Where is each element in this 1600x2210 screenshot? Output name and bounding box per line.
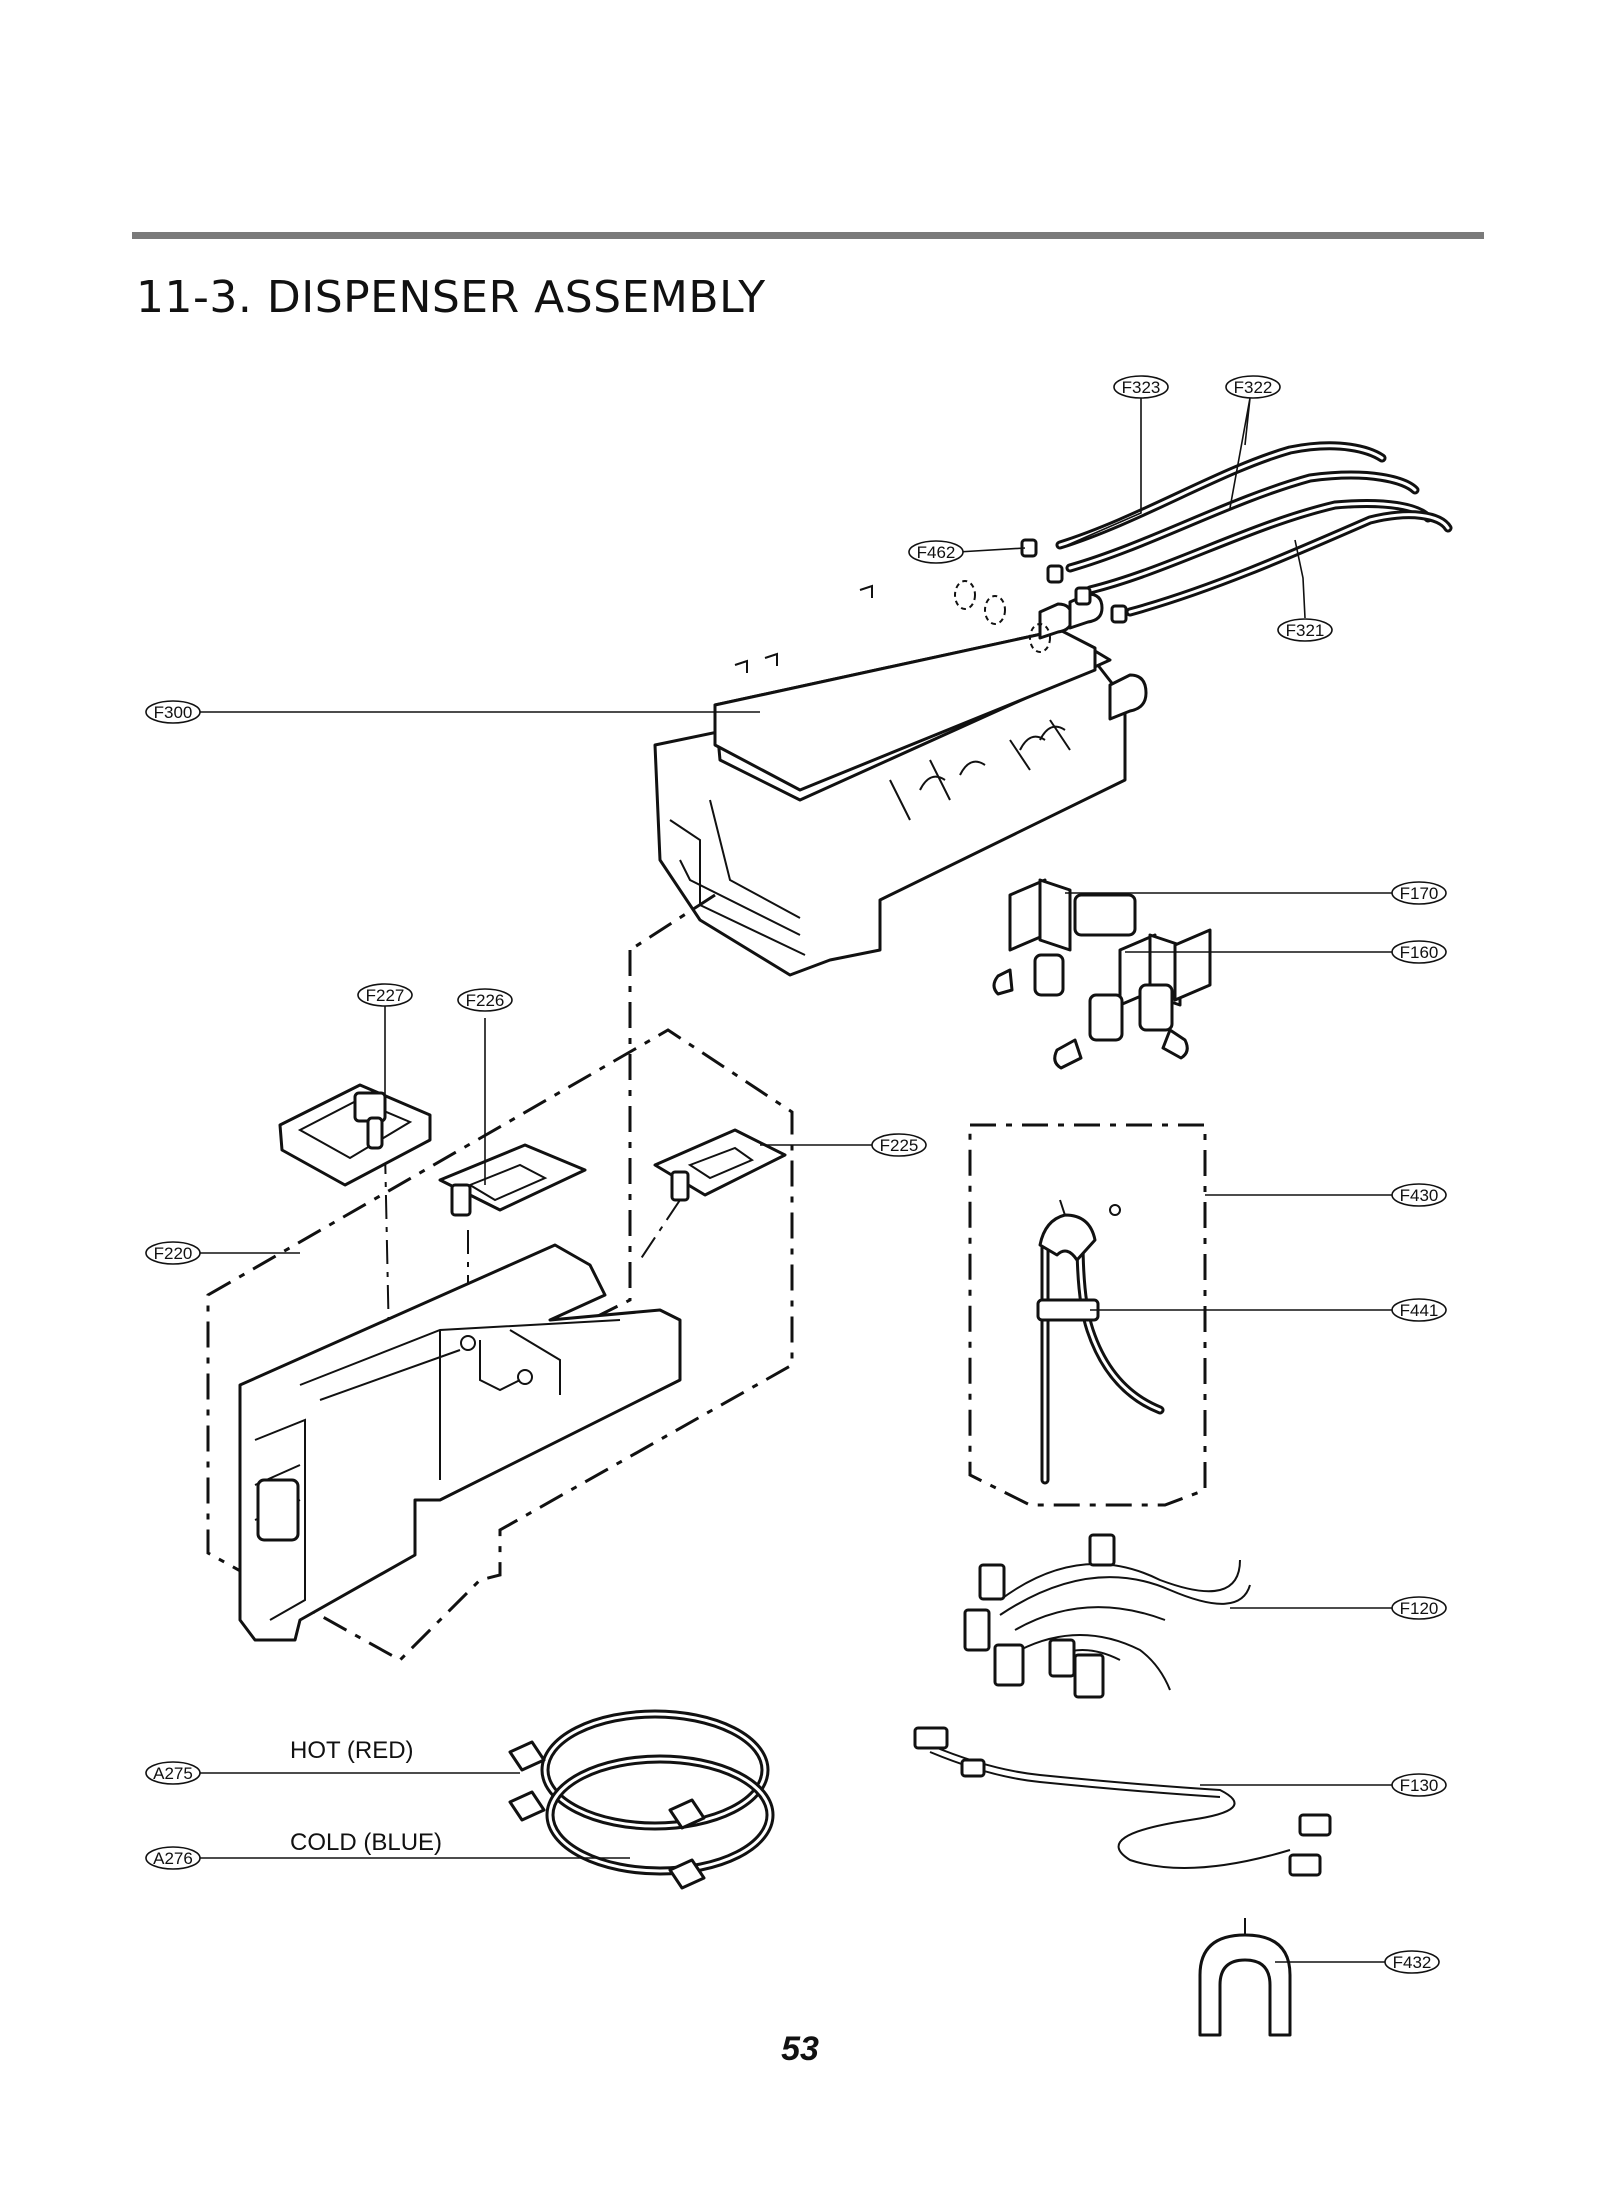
svg-text:F462: F462 bbox=[917, 543, 956, 562]
softener-cap bbox=[438, 1143, 587, 1217]
callout-F432: F432 bbox=[1384, 1950, 1440, 1974]
section-title: 11-3. DISPENSER ASSEMBLY bbox=[136, 272, 766, 323]
svg-text:F227: F227 bbox=[366, 986, 405, 1005]
callout-F441: F441 bbox=[1391, 1298, 1447, 1322]
svg-text:F322: F322 bbox=[1234, 378, 1273, 397]
callout-F120: F120 bbox=[1391, 1596, 1447, 1620]
callout-F160: F160 bbox=[1391, 940, 1447, 964]
drain-hose bbox=[1036, 1199, 1165, 1485]
supply-hoses bbox=[508, 1709, 775, 1890]
header-rule bbox=[132, 232, 1484, 239]
callout-F322: F322 bbox=[1225, 375, 1281, 399]
leader-lines bbox=[200, 397, 1392, 1963]
svg-text:F226: F226 bbox=[466, 991, 505, 1010]
hose-clamps bbox=[1020, 538, 1128, 624]
siphon-cap bbox=[278, 1083, 432, 1187]
svg-text:F441: F441 bbox=[1400, 1301, 1439, 1320]
callout-F220: F220 bbox=[145, 1241, 201, 1265]
svg-text:F225: F225 bbox=[880, 1136, 919, 1155]
guide-line bbox=[589, 950, 632, 1322]
callout-A276: A276 bbox=[145, 1846, 201, 1870]
inlet-valves bbox=[992, 878, 1212, 1070]
detergent-drawer bbox=[238, 1243, 682, 1642]
callout-F130: F130 bbox=[1391, 1773, 1447, 1797]
callout-F323: F323 bbox=[1113, 375, 1169, 399]
page-number: 53 bbox=[781, 2030, 819, 2068]
callout-F462: F462 bbox=[908, 540, 964, 564]
callout-F227: F227 bbox=[357, 983, 413, 1007]
hot-hose-label: HOT (RED) bbox=[290, 1737, 414, 1764]
drain-kit-outline bbox=[968, 1123, 1207, 1507]
bleach-cap bbox=[653, 1128, 787, 1202]
hose-guide-clip bbox=[1198, 1918, 1292, 2037]
wire-harness bbox=[963, 1533, 1251, 1699]
svg-text:F130: F130 bbox=[1400, 1776, 1439, 1795]
svg-text:F170: F170 bbox=[1400, 884, 1439, 903]
svg-text:F430: F430 bbox=[1400, 1186, 1439, 1205]
sensor-harness bbox=[913, 1726, 1332, 1877]
svg-text:F220: F220 bbox=[154, 1244, 193, 1263]
callout-A275: A275 bbox=[145, 1761, 201, 1785]
svg-text:F160: F160 bbox=[1400, 943, 1439, 962]
callout-F170: F170 bbox=[1391, 881, 1447, 905]
svg-text:A275: A275 bbox=[153, 1764, 193, 1783]
callout-F321: F321 bbox=[1277, 618, 1333, 642]
callout-F225: F225 bbox=[871, 1133, 927, 1157]
cold-hose-label: COLD (BLUE) bbox=[290, 1829, 442, 1856]
callout-F300: F300 bbox=[145, 700, 201, 724]
svg-text:F321: F321 bbox=[1286, 621, 1325, 640]
inlet-hoses bbox=[1055, 441, 1453, 617]
svg-text:A276: A276 bbox=[153, 1849, 193, 1868]
guide-line bbox=[629, 893, 716, 952]
dispenser-housing bbox=[653, 580, 1148, 977]
svg-text:F432: F432 bbox=[1393, 1953, 1432, 1972]
callout-F226: F226 bbox=[457, 988, 513, 1012]
callout-F430: F430 bbox=[1391, 1183, 1447, 1207]
svg-text:F120: F120 bbox=[1400, 1599, 1439, 1618]
svg-text:F300: F300 bbox=[154, 703, 193, 722]
svg-text:F323: F323 bbox=[1122, 378, 1161, 397]
